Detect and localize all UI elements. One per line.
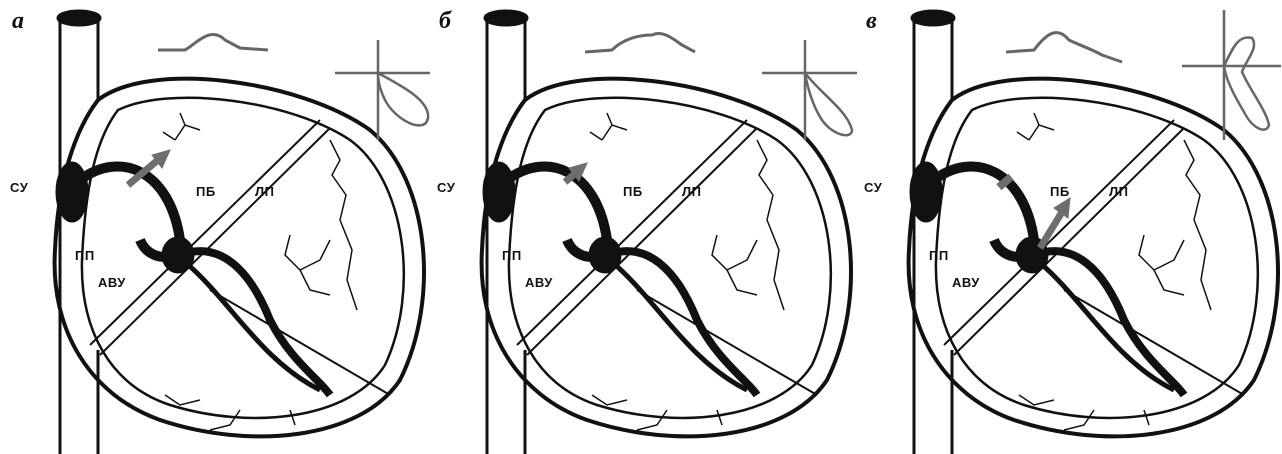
label-pb: ПБ xyxy=(196,184,216,199)
septum xyxy=(90,120,390,395)
vector-loop xyxy=(762,40,857,140)
panel-letter: а xyxy=(12,8,24,35)
waveform xyxy=(158,35,268,50)
waveform xyxy=(1006,33,1122,62)
label-su: СУ xyxy=(437,180,455,195)
heart-diagram xyxy=(0,0,427,454)
septum xyxy=(944,120,1244,395)
inner-wall xyxy=(82,98,404,418)
label-avu: АВУ xyxy=(525,275,553,290)
label-lp: ЛП xyxy=(1109,184,1128,199)
panel-a: а СУ ПП АВУ ПБ ЛП xyxy=(0,0,427,454)
excitation-arrow xyxy=(1040,198,1070,248)
panel-b: б СУ ПП АВУ ПБ ЛП xyxy=(427,0,854,454)
label-su: СУ xyxy=(10,180,28,195)
label-lp: ЛП xyxy=(255,184,274,199)
vena-cava xyxy=(485,11,527,454)
vector-loop xyxy=(1182,10,1281,140)
septum xyxy=(517,120,817,395)
label-pp: ПП xyxy=(929,248,949,263)
label-pb: ПБ xyxy=(623,184,643,199)
label-pp: ПП xyxy=(502,248,522,263)
waveform xyxy=(585,33,695,52)
vena-cava xyxy=(912,11,954,454)
label-pp: ПП xyxy=(75,248,95,263)
heart-diagram xyxy=(427,0,854,454)
inner-wall xyxy=(936,98,1258,418)
vena-cava xyxy=(58,11,100,454)
inner-wall xyxy=(509,98,831,418)
panel-letter: в xyxy=(866,8,877,35)
label-avu: АВУ xyxy=(952,275,980,290)
vector-loop xyxy=(335,40,430,140)
label-avu: АВУ xyxy=(98,275,126,290)
panel-letter: б xyxy=(439,8,451,35)
label-su: СУ xyxy=(864,180,882,195)
label-pb: ПБ xyxy=(1050,184,1070,199)
panel-v: в СУ ПП АВУ ПБ ЛП xyxy=(854,0,1281,454)
heart-diagram xyxy=(854,0,1281,454)
label-lp: ЛП xyxy=(682,184,701,199)
